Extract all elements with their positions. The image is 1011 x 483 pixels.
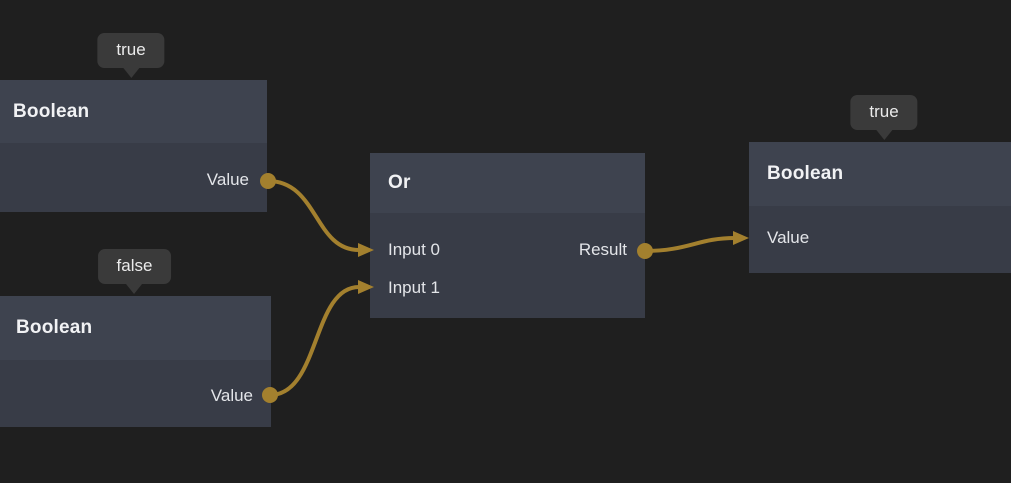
port-dot-bool1-value[interactable]: [260, 173, 276, 189]
port-label: Value: [767, 228, 810, 247]
value-tooltip: true: [850, 95, 918, 130]
port-dot-bool2-value[interactable]: [262, 387, 278, 403]
node-or[interactable]: Or Input 0 Result Input 1: [370, 153, 645, 318]
node-title: Boolean: [16, 317, 93, 338]
node-header[interactable]: Boolean: [0, 296, 271, 360]
port-label: Value: [206, 170, 249, 189]
port-input-1[interactable]: Input 1: [388, 278, 440, 297]
port-dot-or-result[interactable]: [637, 243, 653, 259]
wire-or-to-bool3-value[interactable]: [644, 236, 736, 253]
node-body: Value: [0, 143, 267, 212]
node-body: Value: [749, 206, 1011, 273]
value-tooltip: false: [97, 249, 172, 284]
node-title: Boolean: [767, 163, 844, 184]
port-label: Value: [210, 386, 253, 405]
node-boolean-true-1[interactable]: true Boolean Value: [0, 33, 267, 212]
node-header[interactable]: Or: [370, 153, 645, 213]
node-body: Value: [0, 360, 271, 427]
node-header[interactable]: Boolean: [749, 142, 1011, 206]
port-input-0[interactable]: Input 0: [388, 240, 440, 259]
node-header[interactable]: Boolean: [0, 80, 267, 143]
node-title: Boolean: [13, 100, 90, 122]
node-body: Input 0 Result Input 1: [370, 213, 645, 318]
wire-arrowhead[interactable]: [358, 280, 374, 294]
port-value-output[interactable]: Value: [0, 377, 271, 415]
wire-bool1-to-or-input0[interactable]: [267, 179, 360, 252]
node-title: Or: [388, 172, 411, 193]
node-boolean-true-2[interactable]: true Boolean Value: [749, 95, 1011, 273]
node-boolean-false[interactable]: false Boolean Value: [0, 249, 271, 427]
wire-bool2-to-or-input1[interactable]: [269, 285, 360, 397]
wire-arrowhead[interactable]: [358, 243, 374, 257]
port-value-output[interactable]: Value: [0, 161, 267, 199]
value-tooltip: true: [97, 33, 165, 68]
port-result-output[interactable]: Result: [578, 240, 627, 259]
wire-arrowhead[interactable]: [733, 231, 749, 245]
port-value-input[interactable]: Value: [749, 219, 1011, 257]
